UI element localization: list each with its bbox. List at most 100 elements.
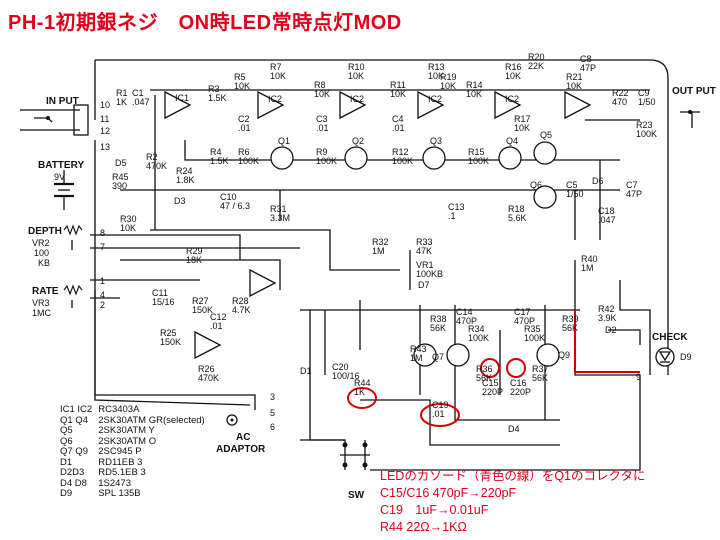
label-check: CHECK (652, 332, 688, 343)
legend-parts: D2D3 (60, 467, 85, 478)
legend-parts: Q7 Q9 (60, 446, 88, 457)
label-ic2a: IC2 (268, 94, 282, 104)
legend-type: 2SC945 P (98, 446, 142, 457)
label-q3: Q3 (430, 136, 442, 146)
label-q4: Q4 (506, 136, 518, 146)
mod-highlight-circles (347, 358, 526, 427)
label-c19: C19.01 (432, 400, 449, 419)
terminal-pin-label: 3 (270, 392, 275, 402)
vr3-pot (63, 284, 83, 308)
op-amp-ic2-stage4 (494, 90, 522, 120)
mod-note-line: LEDのカソード（青色の線）をQ1のコレクタに (380, 469, 646, 483)
label-depth: DEPTH (28, 226, 62, 237)
label-q5: Q5 (540, 130, 552, 140)
terminal-pin-label: 8 (100, 228, 105, 238)
label-c3: C3.01 (316, 114, 329, 133)
legend-parts: D1 (60, 456, 73, 468)
transistor-q7 (413, 343, 437, 367)
label-input: IN PUT (46, 96, 79, 107)
legend-type: RC3403A (98, 404, 140, 415)
label-c12: C12.01 (210, 312, 227, 331)
label-d1: D1 (300, 366, 312, 376)
mod-circle-c16 (506, 358, 526, 378)
label-c18: C18.047 (598, 206, 616, 225)
label-d9: D9 (680, 352, 692, 362)
label-ic2b: IC2 (350, 94, 364, 104)
label-q7: Q7 (432, 352, 444, 362)
label-battery: BATTERY (38, 160, 84, 171)
terminal-pin-label: 7 (100, 242, 105, 252)
check-led-icon (655, 347, 675, 367)
label-output: OUT PUT (672, 86, 716, 97)
terminal-pin-label: 11 (100, 114, 109, 124)
transistor-q5 (533, 141, 557, 165)
label-sw: SW (348, 490, 365, 501)
op-amp-ic1-output (564, 90, 592, 120)
legend-parts: Q6 (60, 435, 73, 447)
label-vr2-unit: KB (38, 258, 50, 268)
op-amp-ic2-stage1 (257, 90, 285, 120)
label-d4: D4 (508, 424, 520, 434)
footswitch (340, 442, 370, 468)
label-d3: D3 (174, 196, 186, 206)
legend-type: 2SK30ATM Y (98, 425, 155, 436)
op-amp-ic2-stage3 (417, 90, 445, 120)
label-ic2d: IC2 (505, 94, 519, 104)
label-d6: D6 (592, 176, 604, 186)
transistor-q7-right (536, 343, 560, 367)
terminal-pin-label: 4 (100, 290, 105, 300)
terminal-pin-label: 1 (100, 276, 105, 286)
legend-type: 2SK30ATM GR(selected) (98, 414, 205, 426)
input-jack (34, 104, 89, 136)
label-vr2-val: 100 (34, 248, 49, 258)
op-amp-ic1-lfo-a (249, 268, 277, 298)
label-vr3: VR3 (32, 298, 50, 308)
ac-adaptor-jack (226, 414, 238, 426)
label-battery-v: 9V (54, 172, 65, 182)
terminal-pin-label: 9 (636, 372, 641, 382)
label-q1: Q1 (278, 136, 290, 146)
transistor-q6 (533, 185, 557, 209)
legend-type: RD11EB 3 (98, 456, 143, 468)
